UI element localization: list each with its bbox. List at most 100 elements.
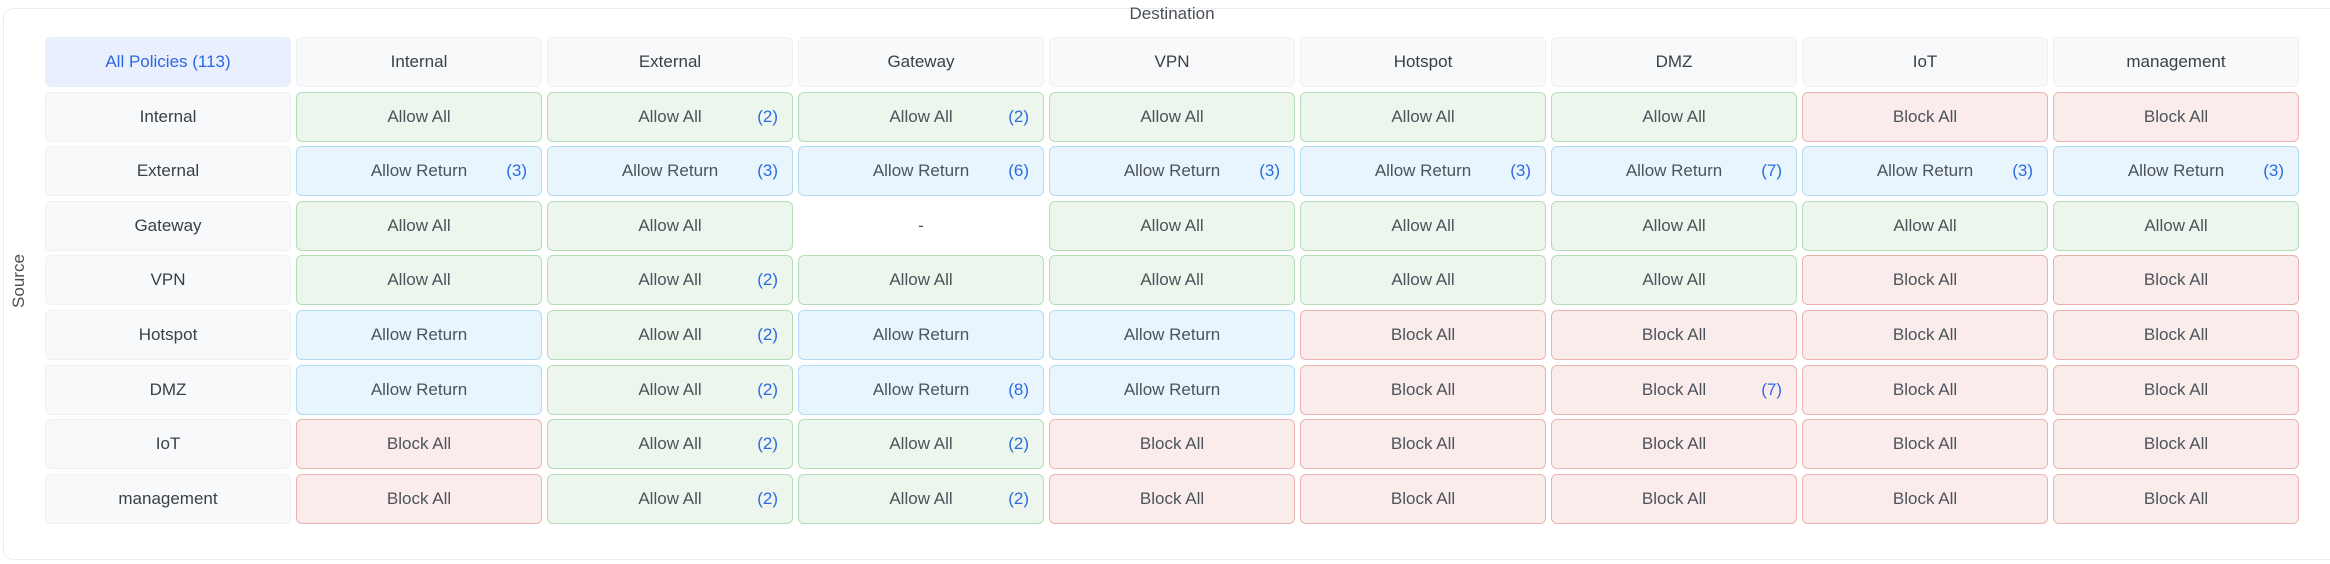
policy-cell-management-vpn[interactable]: Block All [1049,473,1295,524]
policy-cell-dmz-external[interactable]: Allow All(2) [547,364,793,415]
policy-cell-vpn-vpn[interactable]: Allow All [1049,255,1295,306]
policy-cell-management-internal[interactable]: Block All [296,473,542,524]
policy-cell-gateway-vpn-label: Allow All [1140,215,1204,235]
policy-cell-external-management-label: Allow Return [2127,161,2225,181]
policy-cell-external-dmz[interactable]: Allow Return(7) [1551,146,1797,197]
policy-cell-internal-dmz[interactable]: Allow All [1551,91,1797,142]
policy-cell-dmz-management[interactable]: Block All [2053,364,2299,415]
policy-cell-hotspot-hotspot[interactable]: Block All [1300,309,1546,360]
policy-cell-iot-management[interactable]: Block All [2053,419,2299,470]
policy-cell-vpn-internal[interactable]: Allow All [296,255,542,306]
policy-cell-iot-vpn[interactable]: Block All [1049,419,1295,470]
policy-cell-iot-external[interactable]: Allow All(2) [547,419,793,470]
policy-cell-gateway-iot-label: Allow All [1893,215,1957,235]
policy-cell-vpn-dmz[interactable]: Allow All [1551,255,1797,306]
policy-cell-gateway-hotspot[interactable]: Allow All [1300,200,1546,251]
policy-cell-external-hotspot-label: Allow Return [1374,161,1472,181]
policy-cell-dmz-internal[interactable]: Allow Return [296,364,542,415]
policy-cell-hotspot-management[interactable]: Block All [2053,309,2299,360]
policy-cell-vpn-hotspot[interactable]: Allow All [1300,255,1546,306]
policy-cell-external-gateway[interactable]: Allow Return(6) [798,146,1044,197]
policy-cell-internal-management-label: Block All [2143,106,2209,126]
column-header-gateway[interactable]: Gateway [798,37,1044,87]
row-header-vpn[interactable]: VPN [45,255,291,306]
row-header-management[interactable]: management [45,473,291,524]
policy-cell-management-gateway-label: Allow All [889,488,953,508]
row-header-internal[interactable]: Internal [45,91,291,142]
policy-cell-gateway-vpn[interactable]: Allow All [1049,200,1295,251]
policy-cell-gateway-internal[interactable]: Allow All [296,200,542,251]
policy-cell-management-dmz[interactable]: Block All [1551,473,1797,524]
policy-cell-dmz-vpn[interactable]: Allow Return [1049,364,1295,415]
policy-cell-hotspot-external-label: Allow All [638,324,702,344]
policy-cell-internal-hotspot[interactable]: Allow All [1300,91,1546,142]
policy-cell-dmz-hotspot[interactable]: Block All [1300,364,1546,415]
policy-cell-management-internal-label: Block All [386,488,452,508]
all-policies-button[interactable]: All Policies (113) [45,37,291,87]
policy-cell-gateway-internal-label: Allow All [387,215,451,235]
row-header-iot[interactable]: IoT [45,419,291,470]
policy-cell-hotspot-external[interactable]: Allow All(2) [547,309,793,360]
policy-cell-internal-internal[interactable]: Allow All [296,91,542,142]
policy-cell-vpn-external[interactable]: Allow All(2) [547,255,793,306]
row-header-hotspot[interactable]: Hotspot [45,309,291,360]
policy-cell-hotspot-iot[interactable]: Block All [1802,309,2048,360]
policy-cell-iot-dmz[interactable]: Block All [1551,419,1797,470]
policy-cell-external-vpn[interactable]: Allow Return(3) [1049,146,1295,197]
policy-cell-management-hotspot-label: Block All [1390,488,1456,508]
policy-cell-iot-hotspot[interactable]: Block All [1300,419,1546,470]
policy-cell-hotspot-gateway[interactable]: Allow Return [798,309,1044,360]
policy-cell-internal-gateway[interactable]: Allow All(2) [798,91,1044,142]
column-header-external[interactable]: External [547,37,793,87]
all-policies-button-label: All Policies (113) [105,52,231,71]
policy-cell-iot-internal[interactable]: Block All [296,419,542,470]
column-header-management[interactable]: management [2053,37,2299,87]
policy-cell-dmz-gateway[interactable]: Allow Return(8) [798,364,1044,415]
column-header-internal-label: Internal [390,52,448,71]
policy-cell-gateway-dmz-label: Allow All [1642,215,1706,235]
policy-cell-management-iot[interactable]: Block All [1802,473,2048,524]
column-header-internal[interactable]: Internal [296,37,542,87]
policy-cell-gateway-iot[interactable]: Allow All [1802,200,2048,251]
policy-cell-vpn-internal-label: Allow All [387,270,451,290]
policy-cell-external-iot-label: Allow Return [1876,161,1974,181]
policy-cell-dmz-iot[interactable]: Block All [1802,364,2048,415]
policy-cell-internal-vpn[interactable]: Allow All [1049,91,1295,142]
policy-cell-hotspot-vpn[interactable]: Allow Return [1049,309,1295,360]
policy-cell-management-hotspot[interactable]: Block All [1300,473,1546,524]
policy-cell-external-iot[interactable]: Allow Return(3) [1802,146,2048,197]
policy-cell-internal-dmz-label: Allow All [1642,106,1706,126]
column-header-vpn[interactable]: VPN [1049,37,1295,87]
policy-cell-gateway-management[interactable]: Allow All [2053,200,2299,251]
column-header-iot[interactable]: IoT [1802,37,2048,87]
policy-cell-gateway-external[interactable]: Allow All [547,200,793,251]
policy-cell-external-internal[interactable]: Allow Return(3) [296,146,542,197]
policy-cell-iot-hotspot-label: Block All [1390,434,1456,454]
row-header-dmz[interactable]: DMZ [45,364,291,415]
policy-cell-vpn-iot[interactable]: Block All [1802,255,2048,306]
policy-cell-internal-external[interactable]: Allow All(2) [547,91,793,142]
policy-cell-external-management[interactable]: Allow Return(3) [2053,146,2299,197]
row-header-gateway[interactable]: Gateway [45,200,291,251]
policy-cell-internal-management[interactable]: Block All [2053,91,2299,142]
policy-cell-management-external[interactable]: Allow All(2) [547,473,793,524]
policy-cell-dmz-dmz-label: Block All [1641,379,1707,399]
policy-cell-external-vpn-label: Allow Return [1123,161,1221,181]
policy-cell-management-management[interactable]: Block All [2053,473,2299,524]
policy-cell-vpn-management-label: Block All [2143,270,2209,290]
policy-cell-vpn-gateway[interactable]: Allow All [798,255,1044,306]
policy-cell-iot-gateway[interactable]: Allow All(2) [798,419,1044,470]
policy-cell-hotspot-dmz[interactable]: Block All [1551,309,1797,360]
policy-cell-iot-iot[interactable]: Block All [1802,419,2048,470]
policy-cell-external-hotspot[interactable]: Allow Return(3) [1300,146,1546,197]
policy-cell-external-external[interactable]: Allow Return(3) [547,146,793,197]
policy-cell-vpn-management[interactable]: Block All [2053,255,2299,306]
row-header-external[interactable]: External [45,146,291,197]
policy-cell-management-gateway[interactable]: Allow All(2) [798,473,1044,524]
column-header-dmz[interactable]: DMZ [1551,37,1797,87]
policy-cell-gateway-dmz[interactable]: Allow All [1551,200,1797,251]
policy-cell-dmz-dmz[interactable]: Block All(7) [1551,364,1797,415]
policy-cell-hotspot-internal[interactable]: Allow Return [296,309,542,360]
column-header-hotspot[interactable]: Hotspot [1300,37,1546,87]
policy-cell-internal-iot[interactable]: Block All [1802,91,2048,142]
